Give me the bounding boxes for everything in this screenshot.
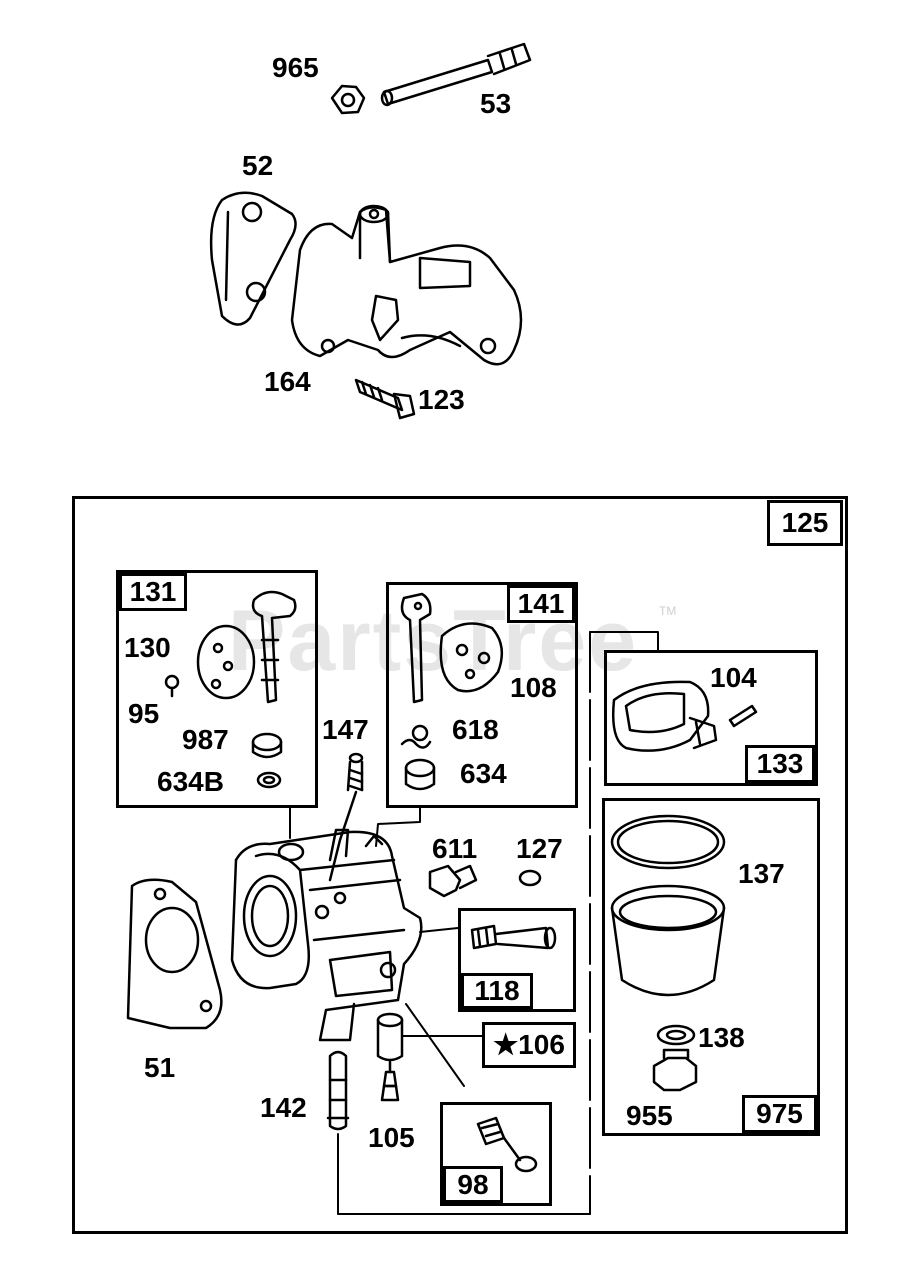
part-label-53[interactable]: 53 [480,88,512,119]
part-label-164[interactable]: 164 [264,366,311,397]
part-label-618[interactable]: 618 [452,714,499,745]
watermark-tm: TM [659,604,677,618]
part-634b-seal [256,771,282,789]
part-label-137[interactable]: 137 [738,858,785,889]
part-label-123[interactable]: 123 [418,384,465,415]
part-137-gasket [610,814,726,870]
part-106-pin [376,1012,404,1062]
part-label-108[interactable]: 108 [510,672,557,703]
part-104-pin [728,704,758,728]
part-label-52[interactable]: 52 [242,150,274,181]
part-label-106[interactable]: ★106 [482,1022,576,1068]
part-965-nut [330,84,366,115]
box-133-float-kit [604,650,818,786]
part-138-washer [656,1024,696,1046]
part-618-spring [400,724,432,749]
part-130-throttle-plate [196,624,256,700]
part-label-131[interactable]: 131 [119,573,187,611]
carburetor-body [230,828,423,1042]
part-108-choke-plate [439,622,504,693]
part-label-634[interactable]: 634 [460,758,507,789]
part-95-screw [164,674,180,698]
part-label-138[interactable]: 138 [698,1022,745,1053]
intake-manifold [290,204,523,366]
part-51-gasket [126,878,223,1030]
part-123-screw [354,378,416,420]
part-label-104[interactable]: 104 [710,662,757,693]
part-label-95[interactable]: 95 [128,698,160,729]
part-label-987[interactable]: 987 [182,724,229,755]
part-label-142[interactable]: 142 [260,1092,307,1123]
part-label-147[interactable]: 147 [322,714,369,745]
part-label-51[interactable]: 51 [144,1052,176,1083]
part-label-975[interactable]: 975 [742,1095,817,1133]
box-98-screw-kit [440,1102,552,1206]
box-118-idle-screw-kit [458,908,576,1012]
part-label-125[interactable]: 125 [767,500,843,546]
part-label-634b[interactable]: 634B [157,766,224,797]
part-142-main-jet-tube [326,1050,350,1131]
part-label-611[interactable]: 611 [432,833,478,864]
box-141-choke-kit [386,582,578,808]
part-52-gasket [209,191,297,326]
part-98-screw-spring [476,1116,538,1173]
part-label-141[interactable]: 141 [507,585,575,623]
part-label-127[interactable]: 127 [516,833,563,864]
part-131-throttle-shaft [251,590,297,704]
part-127-plug [518,869,542,887]
part-label-118[interactable]: 118 [461,973,533,1009]
part-141-choke-shaft [400,592,432,704]
box-975-bowl-kit [602,798,820,1136]
part-975-float-bowl [610,884,726,997]
part-label-955[interactable]: 955 [626,1100,673,1131]
part-label-133[interactable]: 133 [745,745,815,783]
part-label-130[interactable]: 130 [124,632,171,663]
part-53-tube [380,42,532,107]
part-label-98[interactable]: 98 [443,1166,503,1203]
part-987-seal [251,732,283,759]
box-131-throttle-kit [116,570,318,808]
part-634-bushing [404,758,436,791]
part-105-jet [380,1060,400,1102]
box-125-carburetor-assembly [72,496,848,1234]
part-611-fitting [428,864,478,898]
part-118-idle-screw [470,924,557,950]
part-955-bowl-nut [652,1048,698,1092]
part-label-965[interactable]: 965 [272,52,319,83]
part-label-105[interactable]: 105 [368,1122,415,1153]
part-133-float [612,680,718,752]
